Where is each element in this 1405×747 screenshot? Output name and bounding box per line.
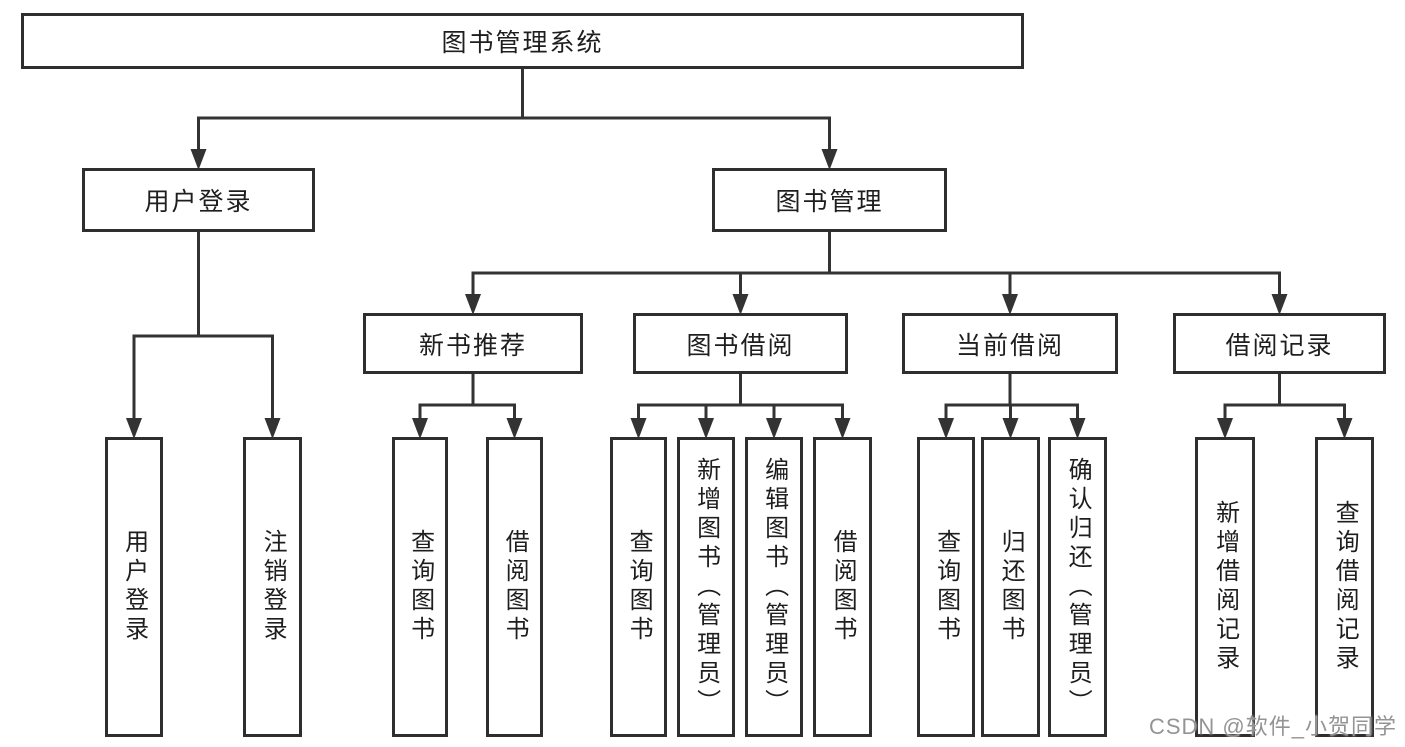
node-return-book: 归还图书 (981, 437, 1040, 737)
node-label: 借阅记录 (1225, 331, 1334, 360)
arrowhead-icon (1336, 418, 1353, 439)
node-query-book-rec: 查询图书 (392, 437, 448, 737)
arrowhead-icon (732, 294, 749, 315)
node-add-book-admin: 新增图书（管理员） (677, 437, 735, 737)
node-label: 用户登录 (144, 188, 253, 216)
arrowhead-icon (698, 418, 714, 439)
node-label: 当前借阅 (955, 331, 1064, 360)
node-label: 查询图书 (932, 529, 960, 645)
node-book-mgmt: 图书管理 (712, 168, 947, 232)
node-label: 查询图书 (406, 529, 434, 645)
node-label: 新书推荐 (418, 331, 527, 360)
node-label: 图书管理系统 (441, 29, 604, 57)
arrowhead-icon (126, 418, 142, 439)
arrowhead-icon (1002, 418, 1019, 439)
node-label: 新增图书（管理员） (692, 456, 720, 718)
arrowhead-icon (630, 418, 647, 439)
arrowhead-icon (1002, 294, 1018, 315)
arrowhead-icon (938, 418, 954, 439)
arrowhead-icon (506, 418, 523, 439)
node-new-book-rec: 新书推荐 (363, 313, 583, 374)
arrowhead-icon (766, 418, 782, 439)
node-user-login: 用户登录 (82, 168, 315, 232)
node-label: 借阅图书 (501, 529, 529, 645)
node-label: 编辑图书（管理员） (760, 456, 788, 718)
node-label: 归还图书 (997, 529, 1025, 645)
arrowhead-icon (1217, 418, 1233, 439)
arrowhead-icon (264, 418, 281, 439)
node-label: 图书借阅 (686, 331, 795, 360)
node-logout: 注销登录 (243, 437, 302, 737)
node-confirm-return-admin: 确认归还（管理员） (1048, 437, 1107, 737)
node-borrow-book-rec: 借阅图书 (486, 437, 543, 737)
node-label: 确认归还（管理员） (1064, 456, 1092, 718)
arrowhead-icon (190, 149, 207, 170)
arrowhead-icon (821, 149, 838, 170)
node-label: 新增借阅记录 (1211, 500, 1239, 674)
node-borrow-book-borrow: 借阅图书 (813, 437, 872, 737)
arrowhead-icon (834, 418, 851, 439)
node-book-borrow: 图书借阅 (633, 313, 848, 374)
node-login: 用户登录 (105, 437, 163, 737)
node-query-book-borrow: 查询图书 (610, 437, 667, 737)
node-query-book-current: 查询图书 (917, 437, 975, 737)
node-label: 查询图书 (625, 529, 653, 645)
node-label: 查询借阅记录 (1331, 500, 1359, 674)
node-label: 借阅图书 (829, 529, 857, 645)
node-root: 图书管理系统 (21, 13, 1024, 69)
node-edit-book-admin: 编辑图书（管理员） (745, 437, 803, 737)
node-query-borrow-rec: 查询借阅记录 (1315, 437, 1374, 737)
node-label: 用户登录 (120, 529, 148, 645)
arrowhead-icon (1069, 418, 1086, 439)
arrowhead-icon (465, 294, 481, 315)
arrowhead-icon (412, 418, 428, 439)
node-add-borrow-rec: 新增借阅记录 (1195, 437, 1255, 737)
node-borrow-record: 借阅记录 (1173, 313, 1386, 374)
node-current-borrow: 当前借阅 (902, 313, 1118, 374)
node-label: 注销登录 (259, 529, 287, 645)
arrowhead-icon (1271, 294, 1288, 315)
node-label: 图书管理 (775, 188, 884, 216)
